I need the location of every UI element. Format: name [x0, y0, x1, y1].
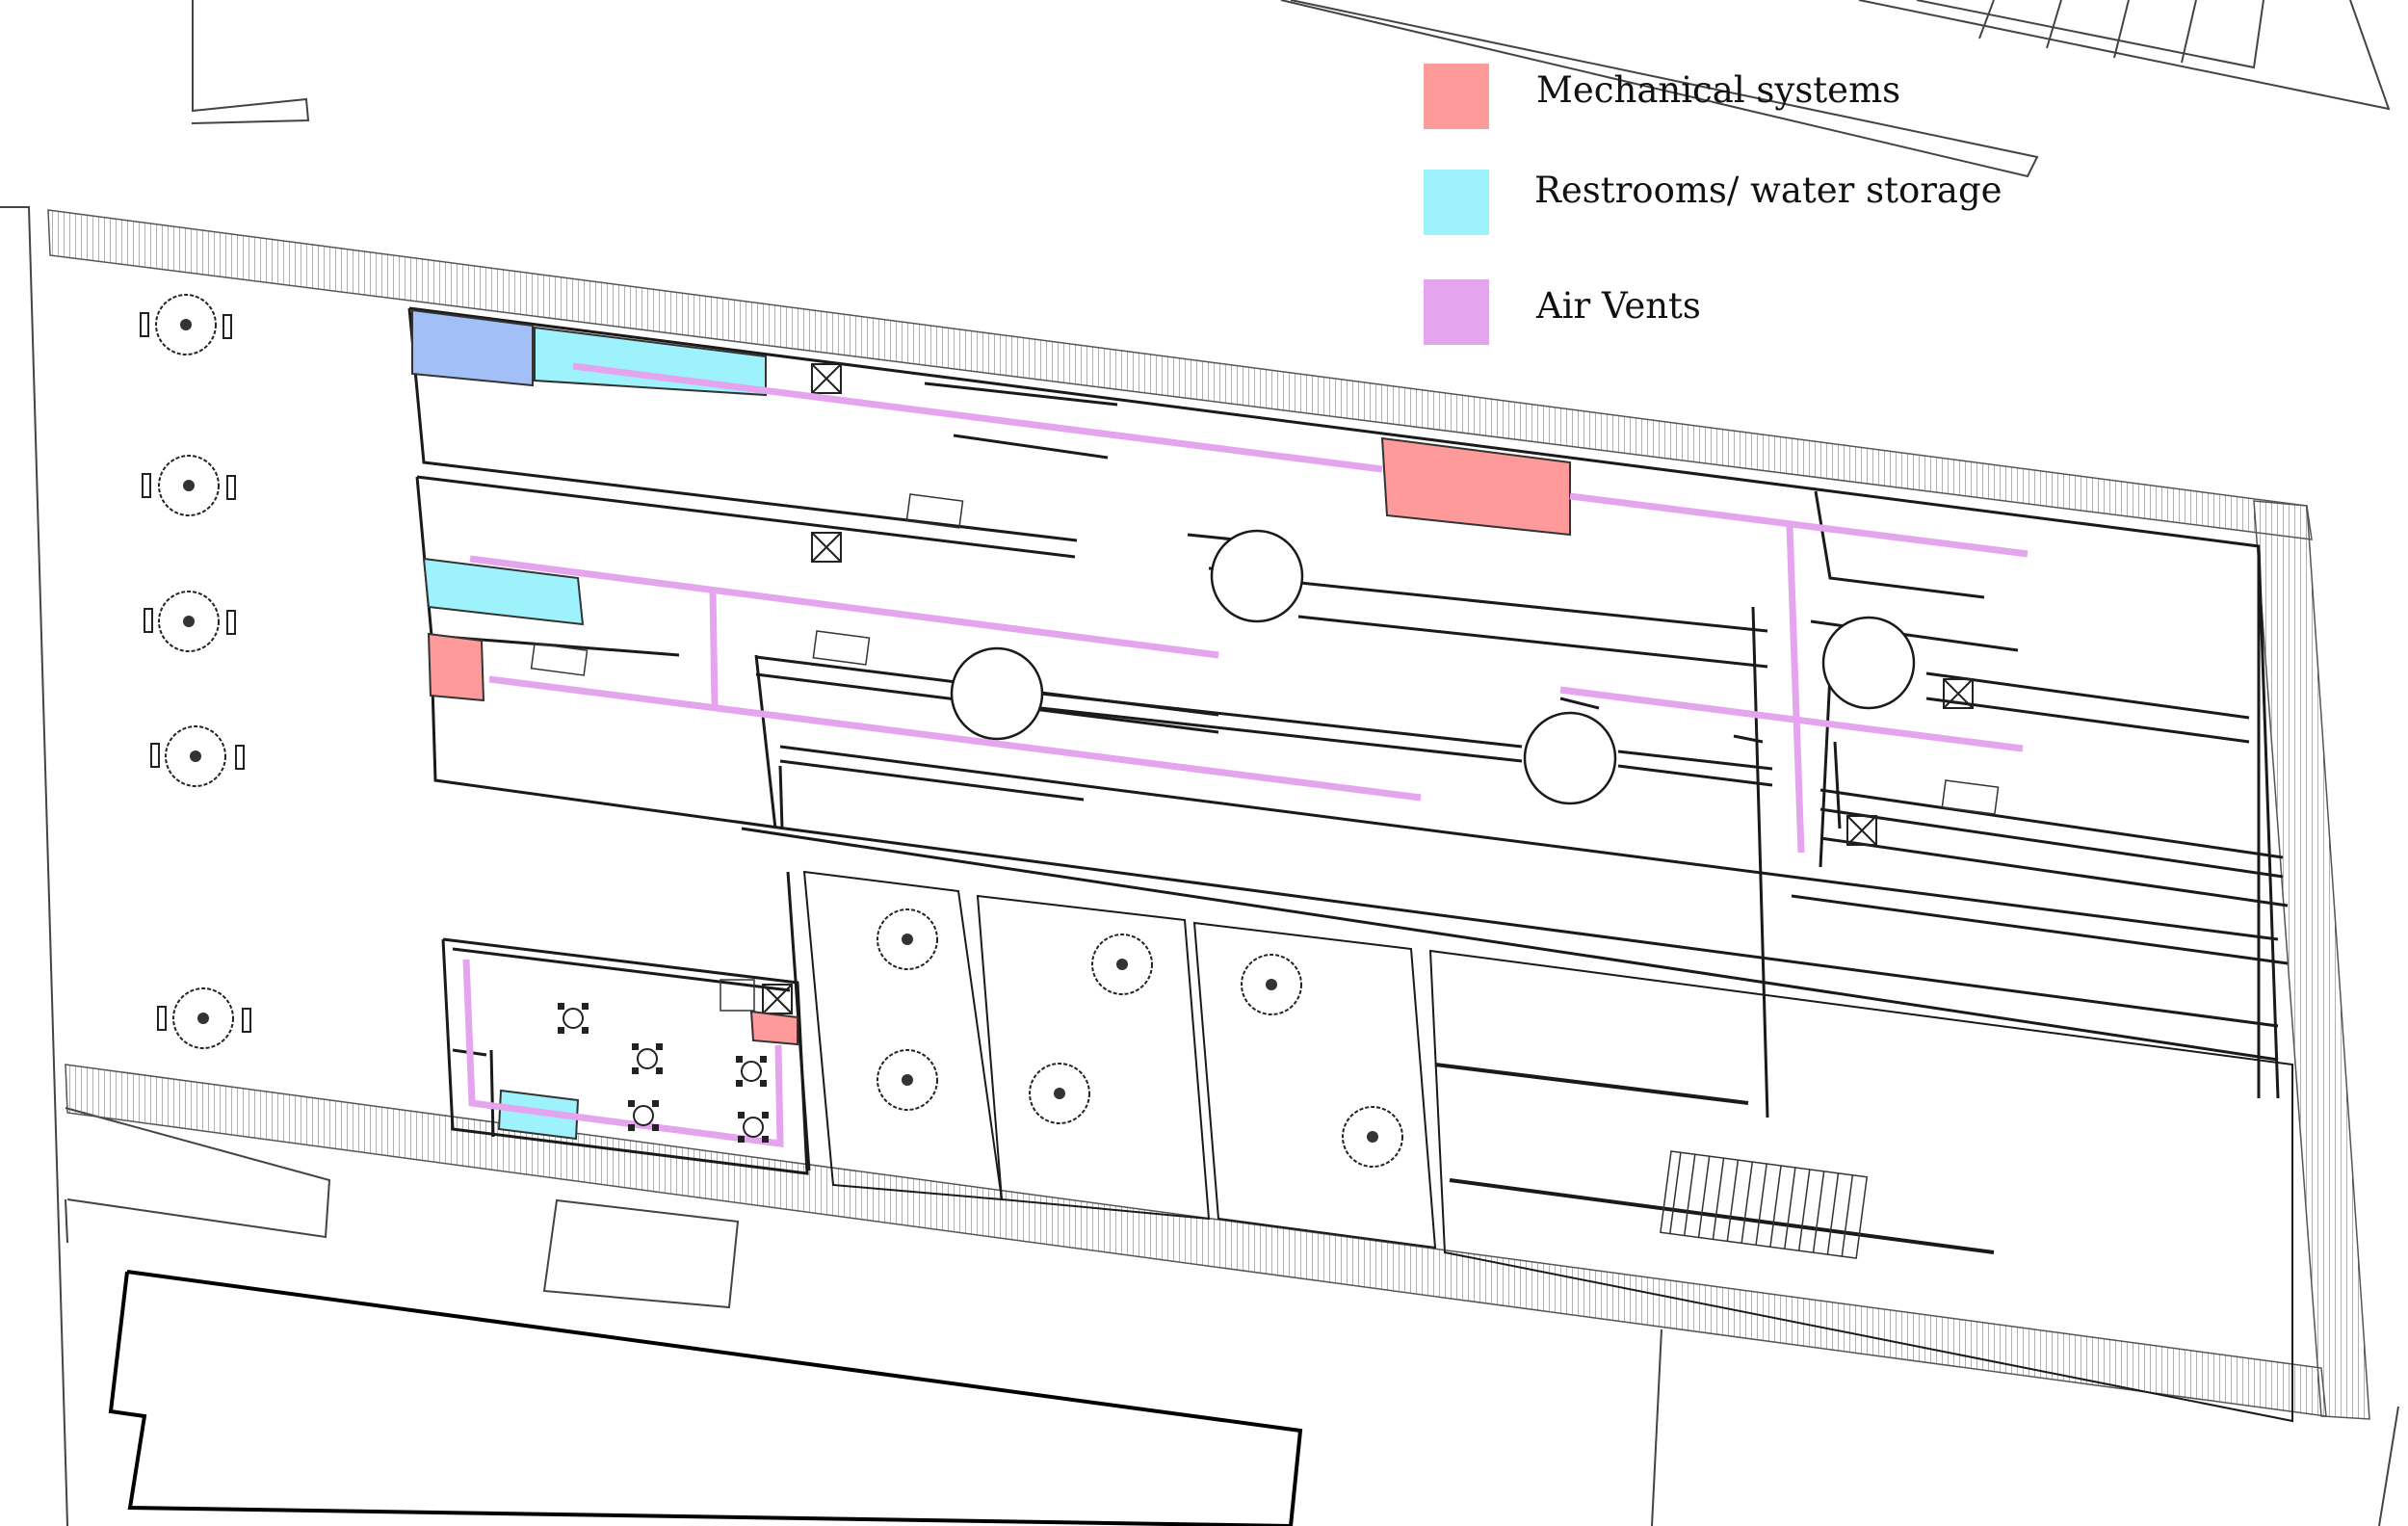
legend-label-restrooms: Restrooms/ water storage — [1534, 170, 2002, 211]
legend-label-mechanical: Mechanical systems — [1536, 69, 1901, 111]
mechanical-room-left — [429, 634, 484, 700]
building-walls — [409, 308, 2288, 1118]
lower-building-walls — [443, 872, 2292, 1421]
circular-atriums — [952, 531, 1914, 803]
elevator-boxes — [763, 364, 1973, 1013]
air-vents — [466, 366, 2028, 1144]
adjacent-building-outline — [127, 1272, 1300, 1526]
hatched-walkways — [48, 210, 2369, 1419]
colored-rooms — [412, 310, 1570, 1139]
restroom-left — [424, 559, 583, 624]
mechanical-room-lower — [751, 1012, 798, 1044]
adjacent-building-outline-left — [111, 1272, 1291, 1526]
stairs-group — [532, 494, 1999, 1258]
legend-swatch-mechanical — [1424, 64, 1489, 129]
mechanical-room-top — [1382, 438, 1570, 535]
legend-label-air-vents: Air Vents — [1536, 285, 1701, 327]
legend-swatch-restrooms — [1424, 170, 1489, 235]
storage-room — [412, 310, 533, 385]
benches — [141, 313, 250, 1032]
restroom-top — [535, 328, 766, 395]
legend-swatch-air-vents — [1424, 279, 1489, 345]
